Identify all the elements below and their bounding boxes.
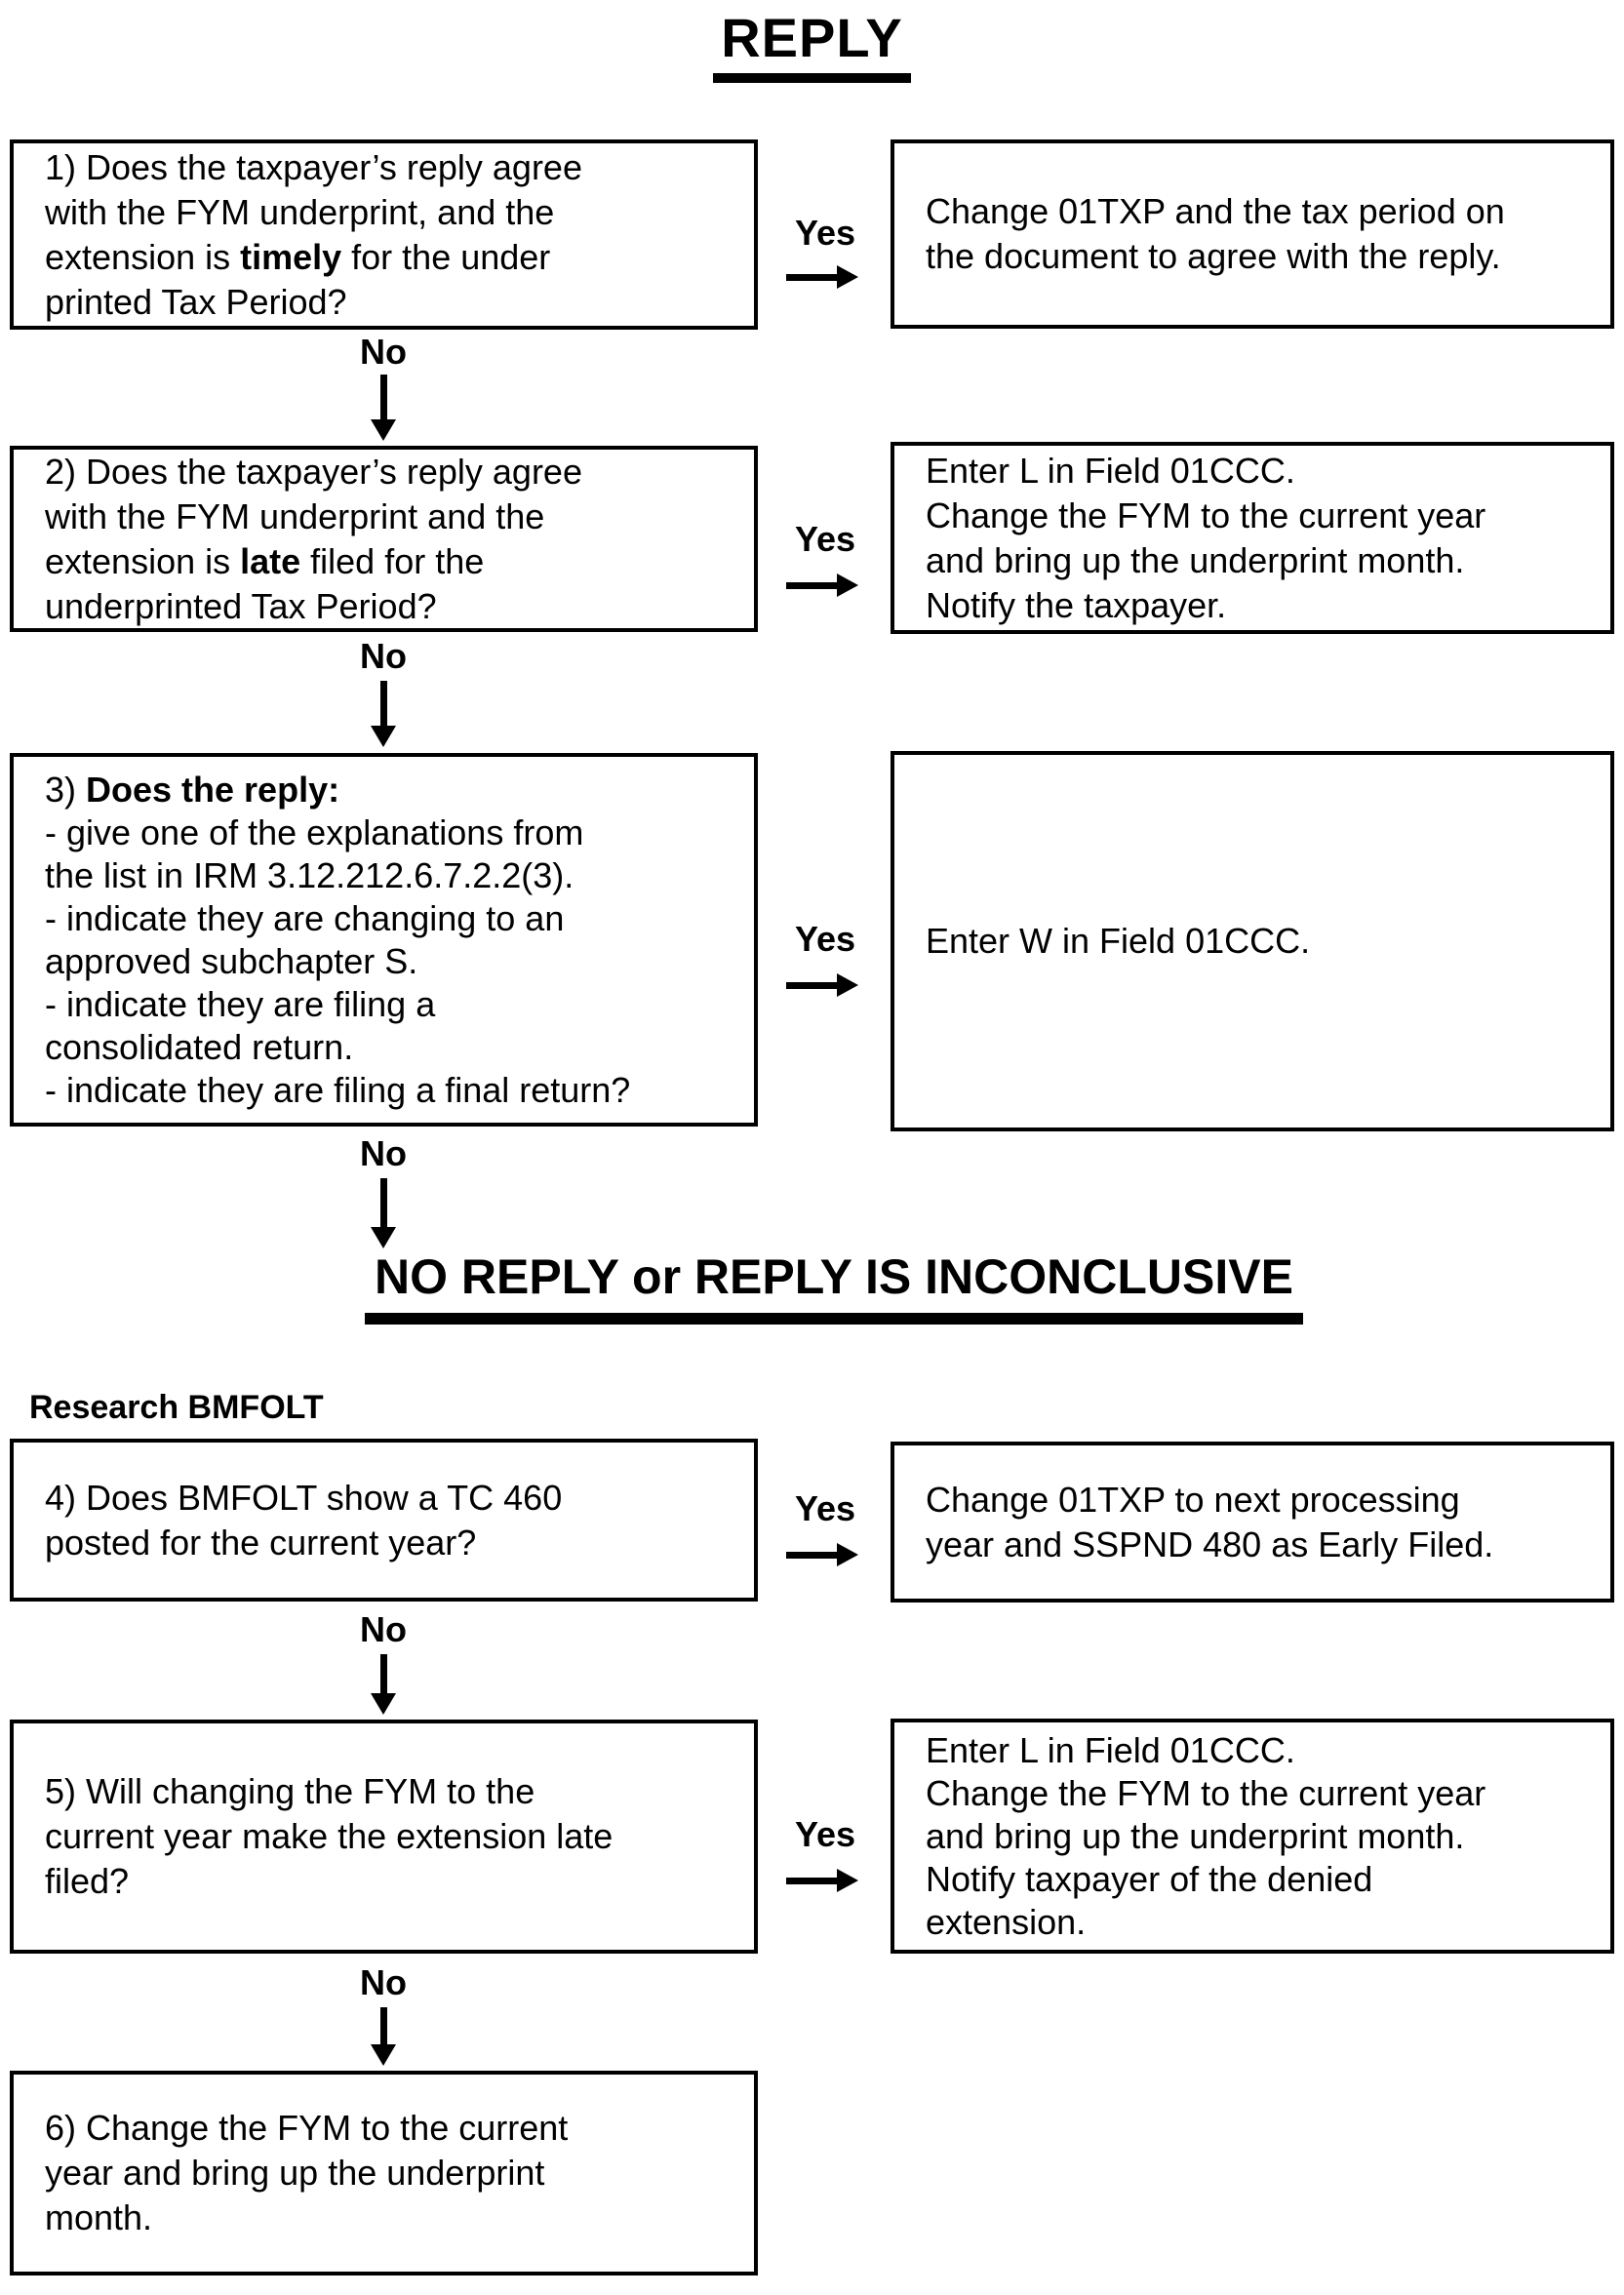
step-3-action-text: Enter W in Field 01CCC. [926,921,1311,961]
step-2-action-text: Enter L in Field 01CCC.Change the FYM to… [926,450,1486,625]
step-3-yes-arrow-icon [786,973,858,997]
step-1-no-arrow-icon [371,375,396,441]
step-5-no-arrow-icon [371,2007,396,2066]
step-3-action-box: Enter W in Field 01CCC. [891,751,1614,1131]
no-reply-heading-row: NO REPLY or REPLY IS INCONCLUSIVE [39,1248,1624,1325]
step-1-yes-arrow-icon [786,265,858,289]
step-1-yes-label: Yes [794,213,856,253]
step-4-yes-label: Yes [794,1488,856,1528]
step-5-yes-label: Yes [794,1814,856,1854]
no-reply-heading: NO REPLY or REPLY IS INCONCLUSIVE [365,1248,1303,1325]
step-3-no-arrow-icon [371,1178,396,1248]
step-3-question-box: 3) Does the reply:- give one of the expl… [10,753,758,1127]
step-1-no-label: No [360,332,407,372]
page-title: REPLY [713,6,911,83]
step-3-question-text: 3) Does the reply:- give one of the expl… [45,769,631,1110]
step-5-yes-arrow-icon [786,1869,858,1892]
step-3-yes-label: Yes [794,919,856,959]
step-5-action-box: Enter L in Field 01CCC.Change the FYM to… [891,1719,1614,1954]
step-2-no-arrow-icon [371,681,396,747]
step-2-yes-label: Yes [794,519,856,559]
step-5-no-label: No [360,1962,407,2002]
step-5-action-text: Enter L in Field 01CCC.Change the FYM to… [926,1729,1486,1942]
step-3-no-label: No [360,1133,407,1173]
step-2-action-box: Enter L in Field 01CCC.Change the FYM to… [891,442,1614,634]
research-bmfolt-label: Research BMFOLT [29,1389,324,1426]
step-4-yes-arrow-icon [786,1543,858,1566]
page-title-row: REPLY [0,6,1624,83]
step-4-no-arrow-icon [371,1654,396,1715]
step-2-no-label: No [360,636,407,676]
step-4-no-label: No [360,1609,407,1649]
step-2-yes-arrow-icon [786,574,858,597]
